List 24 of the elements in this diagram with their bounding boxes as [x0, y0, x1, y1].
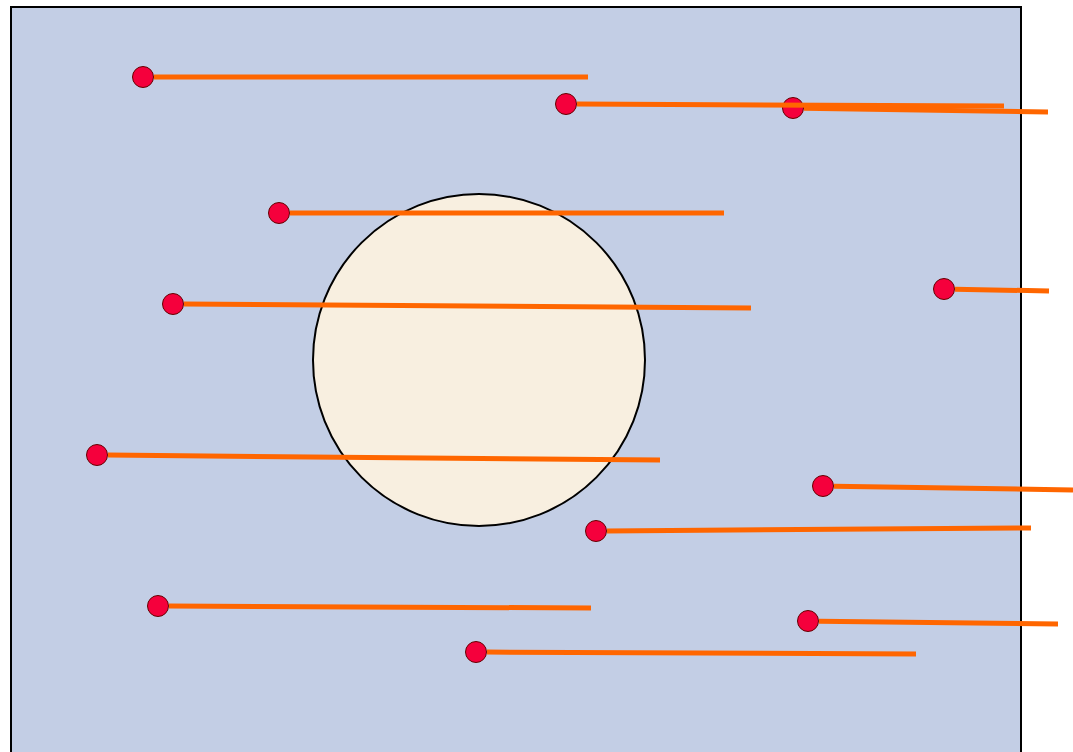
trail-line	[818, 618, 1059, 627]
particle-dot	[585, 520, 607, 542]
rectangle-area	[10, 6, 1022, 752]
particle-dot	[465, 641, 487, 663]
trail-line	[577, 101, 1004, 109]
trail-line	[290, 210, 724, 216]
particle-dot	[797, 610, 819, 632]
trail-line	[833, 483, 1073, 493]
particle-dot	[812, 475, 834, 497]
trail-line	[169, 603, 591, 611]
trail-line	[487, 649, 916, 657]
trail-line	[107, 452, 661, 463]
particle-dot	[268, 202, 290, 224]
trail-line	[803, 105, 1049, 115]
particle-dot	[555, 93, 577, 115]
particle-dot	[132, 66, 154, 88]
trail-line	[184, 301, 751, 311]
particle-dot	[86, 444, 108, 466]
trail-line	[607, 525, 1031, 534]
particle-dot	[162, 293, 184, 315]
particle-dot	[147, 595, 169, 617]
trail-line	[954, 286, 1050, 294]
particle-dot	[933, 278, 955, 300]
trail-line	[154, 74, 588, 80]
